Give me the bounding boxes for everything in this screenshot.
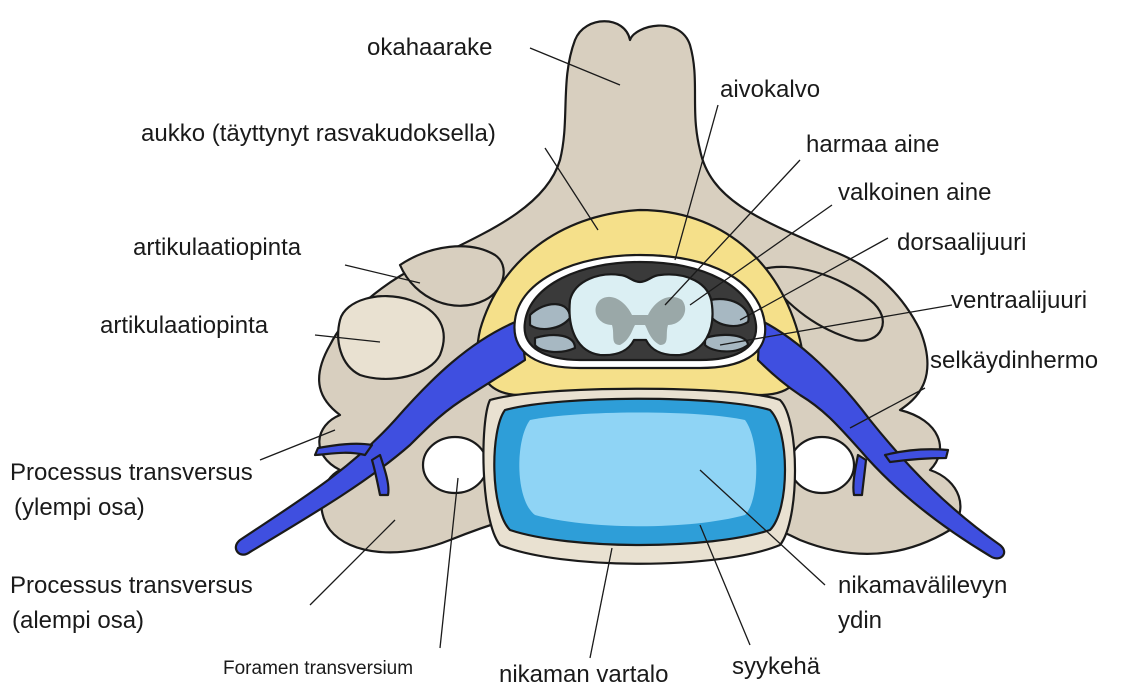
label-valkoinen-aine: valkoinen aine (838, 179, 991, 206)
articular-process-left (338, 296, 444, 379)
label-okahaarake: okahaarake (367, 34, 492, 61)
label-dorsaalijuuri: dorsaalijuuri (897, 229, 1026, 256)
label-aivokalvo: aivokalvo (720, 76, 820, 103)
label-nikamavalilevyn-2: ydin (838, 607, 882, 634)
label-syykeha: syykehä (732, 653, 821, 680)
nucleus-pulposus (519, 413, 756, 527)
label-artikulaatiopinta-2: artikulaatiopinta (100, 312, 269, 339)
label-aukko: aukko (täyttynyt rasvakudoksella) (141, 120, 496, 147)
label-harmaa-aine: harmaa aine (806, 131, 939, 158)
label-artikulaatiopinta-1: artikulaatiopinta (133, 234, 302, 261)
label-proc-trans-alempi-2: (alempi osa) (12, 607, 144, 634)
label-foramen-transversium: Foramen transversium (223, 658, 413, 679)
label-selkaydinhermo: selkäydinhermo (930, 347, 1098, 374)
label-ventraalijuuri: ventraalijuuri (951, 287, 1087, 314)
foramen-transversium-left (423, 437, 487, 493)
label-nikaman-vartalo: nikaman vartalo (499, 661, 668, 688)
label-proc-trans-ylempi-1: Processus transversus (10, 459, 253, 486)
label-nikamavalilevyn-1: nikamavälilevyn (838, 572, 1007, 599)
label-proc-trans-ylempi-2: (ylempi osa) (14, 494, 145, 521)
label-proc-trans-alempi-1: Processus transversus (10, 572, 253, 599)
foramen-transversium-right (790, 437, 854, 493)
